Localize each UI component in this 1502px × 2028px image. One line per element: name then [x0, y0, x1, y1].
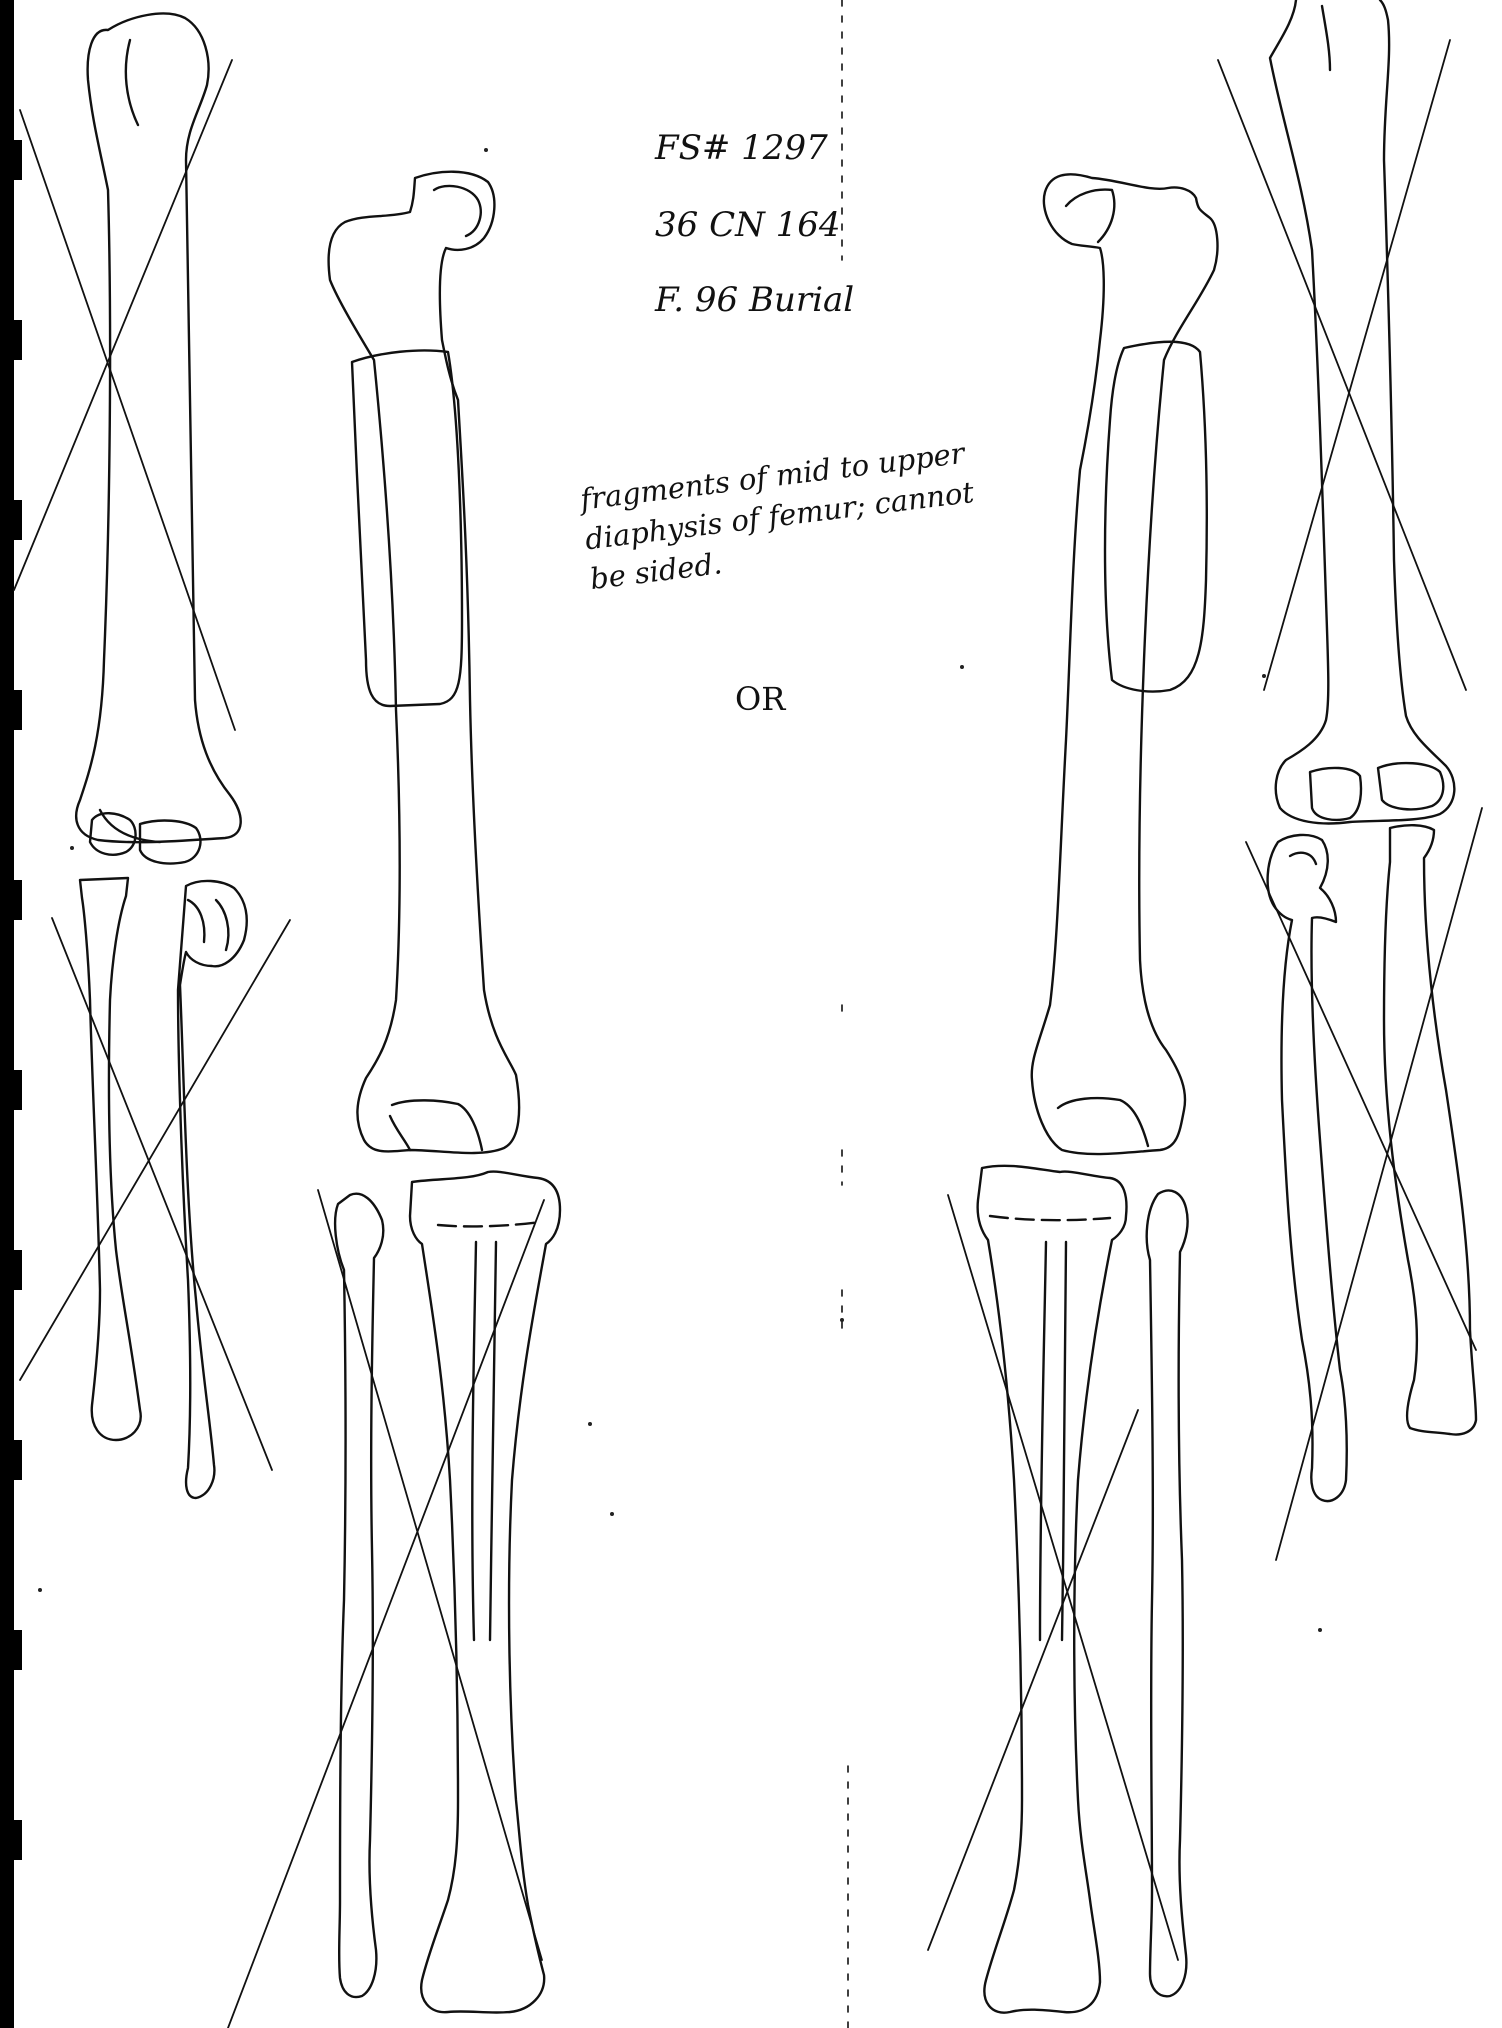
right-cross-marks — [1218, 40, 1482, 1560]
right-forearm — [1268, 825, 1476, 1501]
scan-specks — [38, 148, 1322, 1632]
left-forearm — [80, 878, 247, 1498]
left-tibia — [410, 1172, 560, 2013]
binding-edge — [0, 0, 22, 2028]
left-femur — [329, 172, 520, 1153]
left-leg-cross-marks — [228, 1190, 544, 2028]
left-fibula — [335, 1194, 383, 1997]
fs-number-label: FS# 1297 — [655, 128, 828, 168]
site-number-label: 36 CN 164 — [655, 205, 841, 245]
right-hand-carpals — [1310, 763, 1443, 820]
left-cross-marks — [14, 60, 290, 1470]
or-label: OR — [735, 680, 785, 718]
right-femur — [1032, 174, 1218, 1154]
right-leg-cross-marks — [928, 1195, 1178, 1960]
left-humerus-partial — [76, 14, 240, 843]
burial-label: F. 96 Burial — [655, 280, 854, 320]
right-tibia — [978, 1166, 1127, 2013]
